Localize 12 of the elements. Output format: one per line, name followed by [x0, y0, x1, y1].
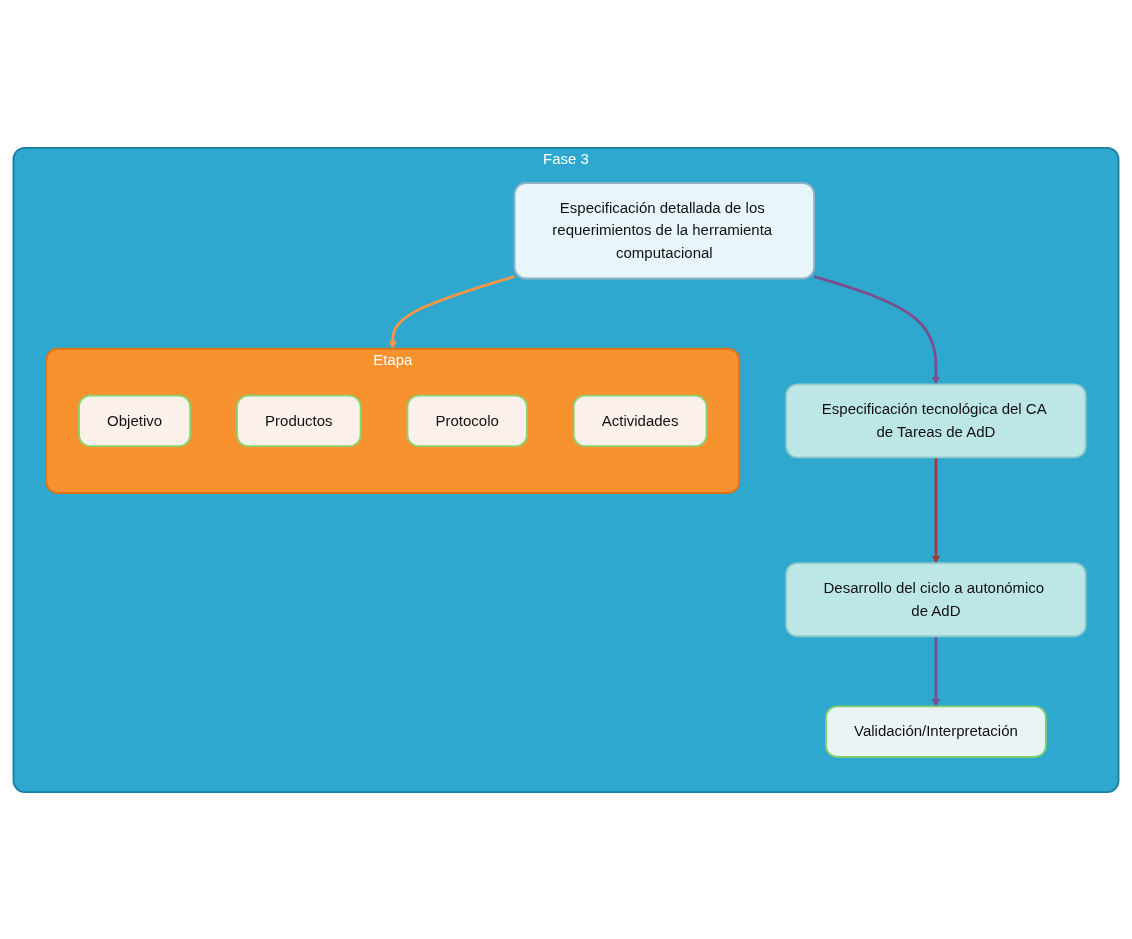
- arrow: [388, 274, 515, 349]
- node-box: Especificación detallada de los requerimientos de la herramienta computacional: [513, 181, 816, 279]
- node-box: Validación/Interpretación: [825, 705, 1047, 758]
- arrow: [931, 635, 941, 707]
- node-box: Productos: [236, 394, 362, 447]
- node-box: Desarrollo del ciclo a autonómico de AdD: [785, 561, 1087, 637]
- node-box: Actividades: [572, 394, 708, 447]
- node-box: Protocolo: [406, 394, 528, 447]
- node-box: Especificación tecnológica del CA de Tareas de AdD: [785, 382, 1087, 458]
- arrow: [813, 274, 941, 385]
- node-box: Objetivo: [78, 394, 192, 447]
- arrow: [931, 456, 941, 564]
